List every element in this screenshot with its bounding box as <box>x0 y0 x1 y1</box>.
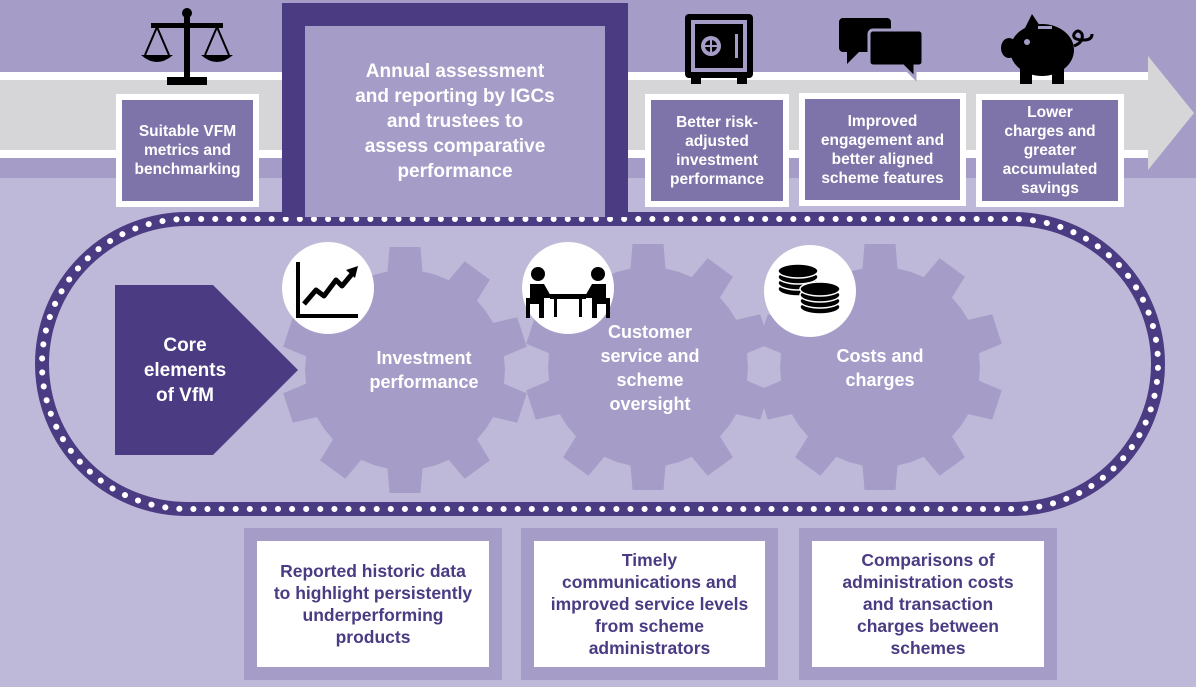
speech-bubbles-icon <box>839 18 925 82</box>
outcome-box-risk-adjusted: Better risk- adjusted investment perform… <box>645 94 789 207</box>
outcome-text: Suitable VFM metrics and benchmarking <box>134 123 241 178</box>
piggy-bank-icon <box>1001 14 1094 84</box>
outcome-box-engagement: Improved engagement and better aligned s… <box>799 93 966 206</box>
outcome-box-vfm-metrics: Suitable VFM metrics and benchmarking <box>116 94 259 207</box>
core-elements-label: Core elements of VfM <box>143 335 227 406</box>
detail-box-communications: Timely communications and improved servi… <box>521 528 778 680</box>
coin <box>777 263 819 279</box>
detail-text: Reported historic data to highlight pers… <box>273 561 473 647</box>
gear-label-customer-service: Customer service and scheme oversight <box>600 322 700 414</box>
meeting-icon <box>522 242 614 334</box>
line-chart-icon <box>282 242 374 334</box>
coins-icon <box>764 245 856 337</box>
conveyor-belt-dots <box>39 216 1161 512</box>
safe-icon <box>685 14 753 84</box>
scales-icon <box>141 8 233 85</box>
detail-text: Timely communications and improved servi… <box>550 550 749 658</box>
detail-text: Comparisons of administration costs and … <box>842 550 1014 658</box>
detail-box-cost-comparisons: Comparisons of administration costs and … <box>799 528 1057 680</box>
outcome-box-lower-charges: Lower charges and greater accumulated sa… <box>976 94 1124 207</box>
outcome-text: Improved engagement and better aligned s… <box>820 112 945 187</box>
coin <box>799 281 841 297</box>
gear-label-costs: Costs and charges <box>836 346 924 390</box>
detail-box-historic-data: Reported historic data to highlight pers… <box>244 528 502 680</box>
outcome-text: Better risk- adjusted investment perform… <box>670 113 764 188</box>
gear-label-investment: Investment performance <box>369 348 479 392</box>
core-elements-chevron <box>115 285 298 455</box>
outcome-text: Lower charges and greater accumulated sa… <box>1002 104 1098 197</box>
annual-assessment-text: Annual assessment and reporting by IGCs … <box>355 61 555 182</box>
annual-assessment-box: Annual assessment and reporting by IGCs … <box>282 3 628 217</box>
